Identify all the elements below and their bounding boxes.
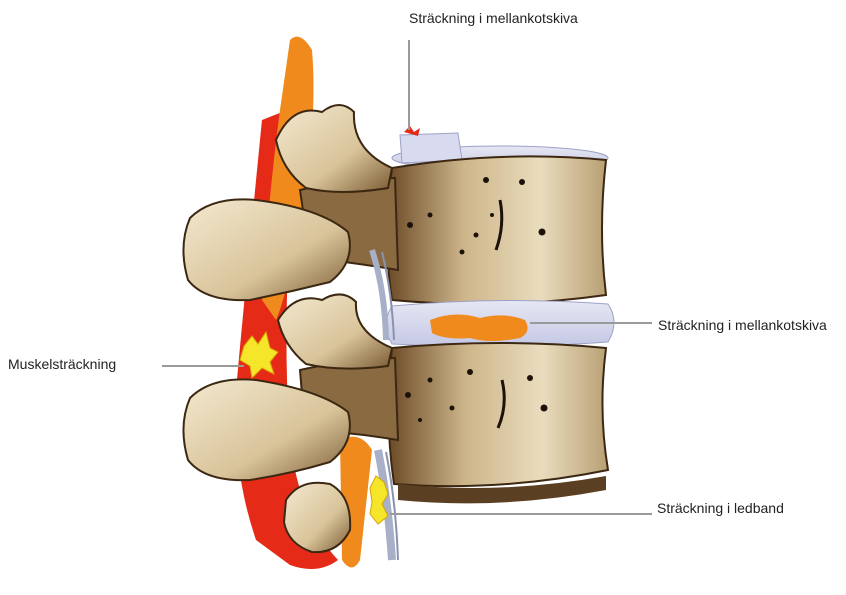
upper-vertebra bbox=[183, 105, 606, 304]
label-ligament-strain: Sträckning i ledband bbox=[657, 500, 784, 516]
lower-superior-facet bbox=[278, 294, 392, 368]
label-disc-strain-middle: Sträckning i mellankotskiva bbox=[658, 317, 827, 333]
lower-vertebral-body bbox=[388, 343, 608, 486]
label-disc-strain-top: Sträckning i mellankotskiva bbox=[409, 10, 578, 26]
label-muscle-strain: Muskelsträckning bbox=[8, 356, 116, 372]
disc-strain-orange bbox=[430, 314, 528, 341]
upper-vertebral-body bbox=[387, 156, 606, 304]
lower-inferior-facet bbox=[284, 483, 350, 552]
disc-torn-block bbox=[400, 133, 462, 163]
